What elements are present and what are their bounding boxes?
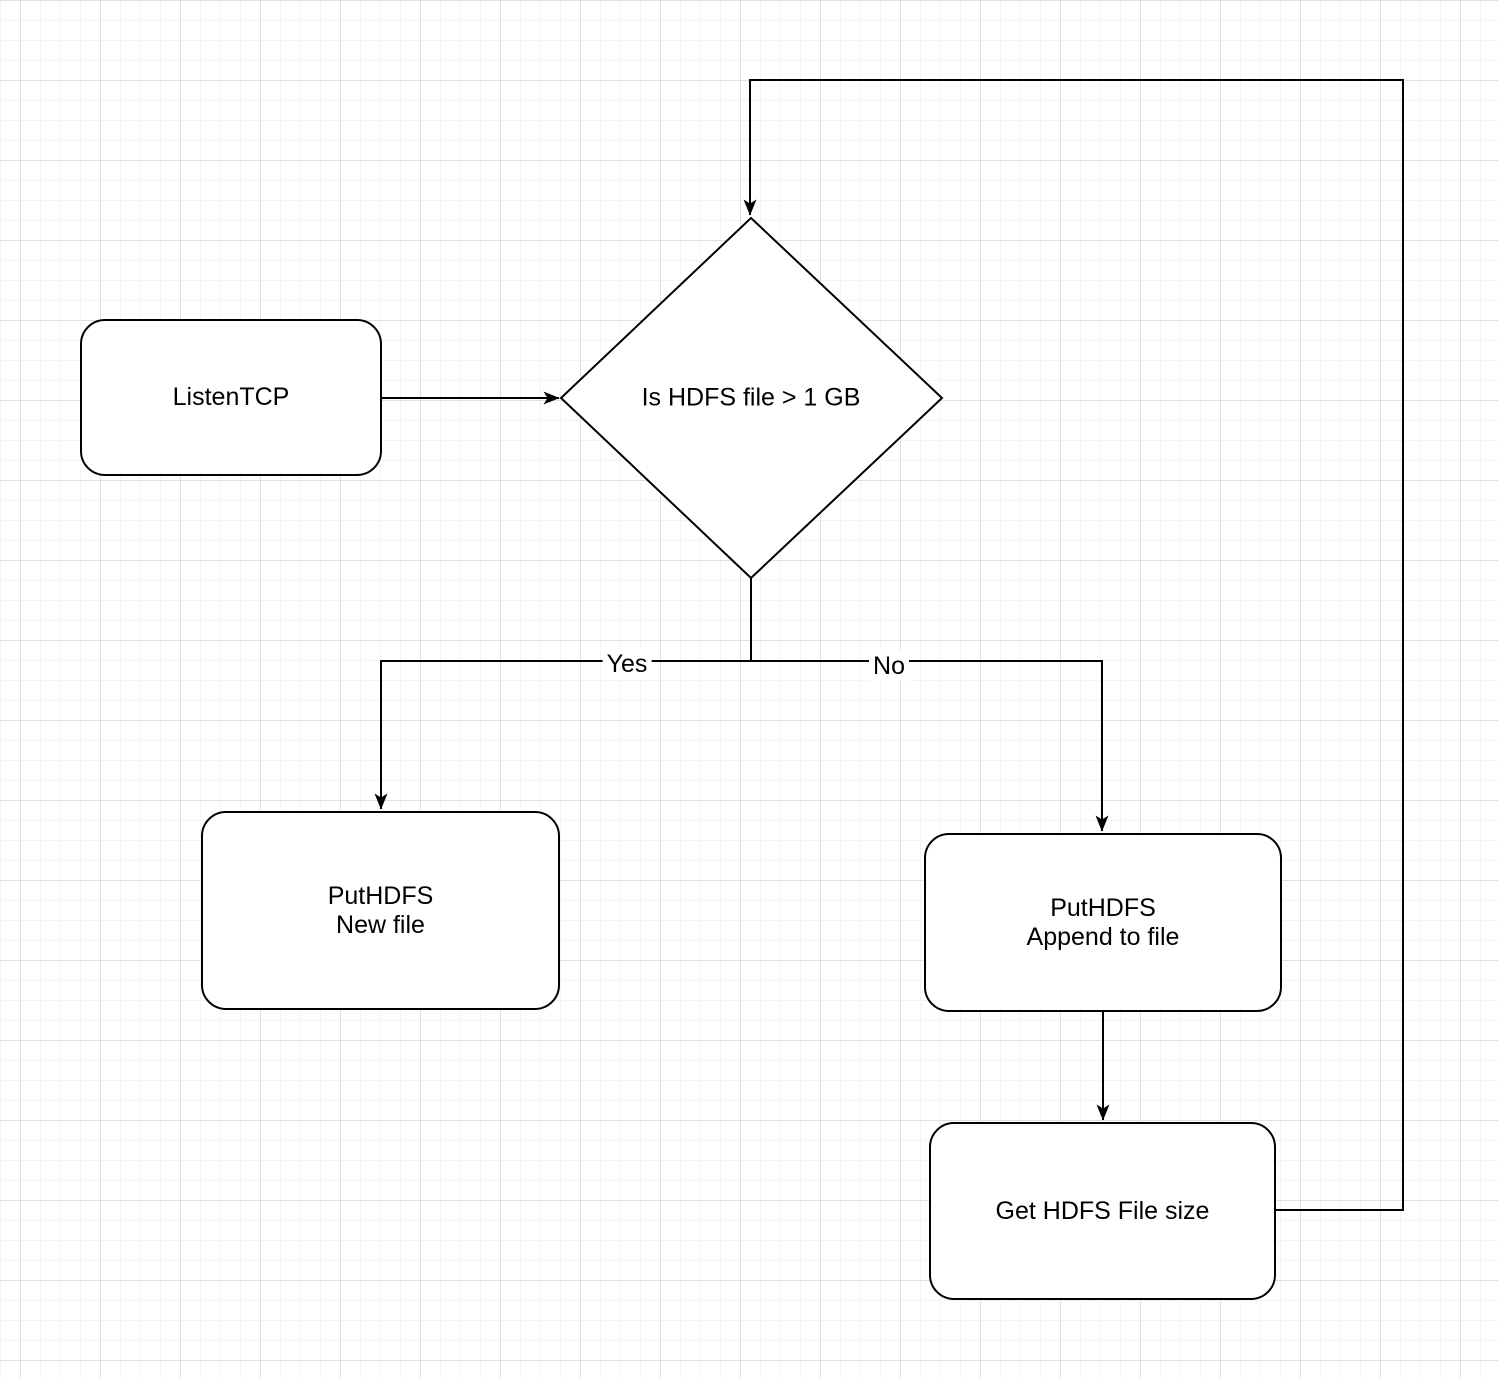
node-decision-label: Is HDFS file > 1 GB <box>641 383 861 412</box>
node-puthdfs-new-file-label-line2: New file <box>336 910 425 939</box>
node-puthdfs-append-label-line2: Append to file <box>1026 922 1180 951</box>
node-listen-tcp[interactable]: ListenTCP <box>80 319 382 476</box>
edge-label-no[interactable]: No <box>869 651 909 681</box>
edge-label-yes[interactable]: Yes <box>602 649 652 679</box>
node-puthdfs-new-file[interactable]: PutHDFS New file <box>201 811 560 1010</box>
node-get-hdfs-file-size-label: Get HDFS File size <box>995 1196 1210 1225</box>
edge-get-size-loop-to-decision <box>743 79 1404 1211</box>
edge-decision-yes-to-put-new <box>374 578 752 810</box>
node-puthdfs-new-file-label-line1: PutHDFS <box>327 881 434 910</box>
node-puthdfs-append-to-file[interactable]: PutHDFS Append to file <box>924 833 1282 1012</box>
node-listen-tcp-label: ListenTCP <box>172 383 290 411</box>
edge-decision-no-to-put-append <box>750 578 1109 832</box>
node-puthdfs-append-label-line1: PutHDFS <box>1050 893 1156 922</box>
node-get-hdfs-file-size[interactable]: Get HDFS File size <box>929 1122 1276 1300</box>
